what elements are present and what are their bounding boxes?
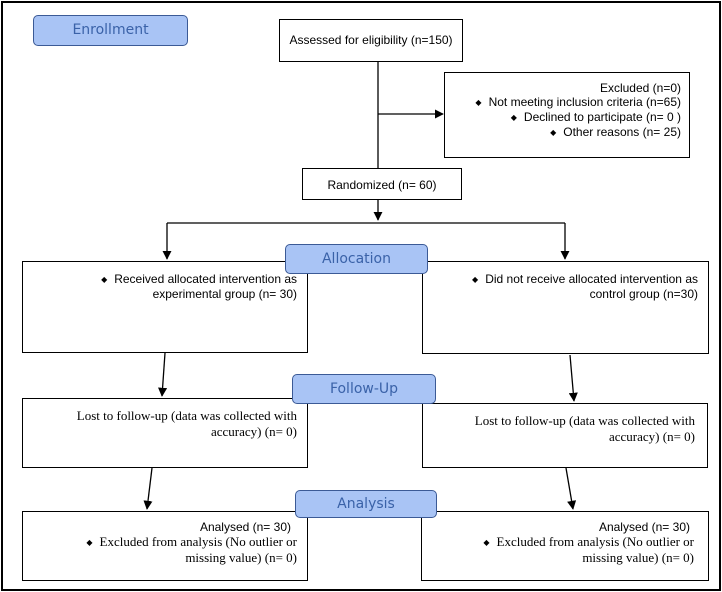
stage-analysis: Analysis <box>295 490 437 518</box>
bullet-icon: ◆ <box>475 98 482 107</box>
analysis-right-analysed: Analysed (n= 30) <box>598 520 690 534</box>
arrow-left-to-analysis <box>143 467 153 510</box>
arrow-left-to-followup <box>158 352 168 397</box>
excluded-item: ◆Not meeting inclusion criteria (n=65) <box>475 95 681 109</box>
allocation-left-line: ◆Received allocated intervention as <box>101 272 297 286</box>
arrow-right-to-followup <box>568 354 578 402</box>
assessed-box: Assessed for eligibility (n=150) <box>279 19 463 62</box>
stage-follow-up: Follow-Up <box>292 374 436 404</box>
allocation-left-line: experimental group (n= 30) <box>152 287 297 301</box>
analysis-left-excluded-line: missing value) (n= 0) <box>185 550 297 565</box>
bullet-icon: ◆ <box>510 113 517 122</box>
bullet-icon: ◆ <box>86 538 93 547</box>
allocation-left-box: ◆Received allocated intervention as expe… <box>22 261 308 353</box>
followup-right-line: accuracy) (n= 0) <box>609 429 695 444</box>
bullet-icon: ◆ <box>550 128 557 137</box>
analysis-left-box: Analysed (n= 30) ◆Excluded from analysis… <box>22 511 308 581</box>
excluded-item: ◆Declined to participate (n= 0 ) <box>510 110 681 124</box>
followup-left-box: Lost to follow-up (data was collected wi… <box>22 398 308 468</box>
followup-right-line: Lost to follow-up (data was collected wi… <box>474 413 695 428</box>
arrow-right-to-analysis <box>565 467 577 510</box>
allocation-right-line: ◆Did not receive allocated intervention … <box>472 272 698 286</box>
followup-right-box: Lost to follow-up (data was collected wi… <box>422 403 708 468</box>
followup-left-line: accuracy) (n= 0) <box>211 424 297 439</box>
stage-enrollment: Enrollment <box>33 15 188 46</box>
randomized-text: Randomized (n= 60) <box>327 178 437 192</box>
randomized-box: Randomized (n= 60) <box>302 168 462 200</box>
bullet-icon: ◆ <box>483 538 490 547</box>
allocation-right-box: ◆Did not receive allocated intervention … <box>422 261 709 354</box>
allocation-right-line: control group (n=30) <box>589 287 698 301</box>
analysis-right-box: Analysed (n= 30) ◆Excluded from analysis… <box>421 511 709 581</box>
analysis-right-excluded-line: ◆Excluded from analysis (No outlier or <box>483 534 694 549</box>
stage-allocation: Allocation <box>285 244 428 274</box>
analysis-left-excluded-line: ◆Excluded from analysis (No outlier or <box>86 534 297 549</box>
excluded-title: Excluded (n=0) <box>599 81 681 95</box>
assessed-text: Assessed for eligibility (n=150) <box>289 33 453 47</box>
excluded-item: ◆Other reasons (n= 25) <box>550 125 681 139</box>
excluded-box: Excluded (n=0) ◆Not meeting inclusion cr… <box>444 72 690 158</box>
analysis-left-analysed: Analysed (n= 30) <box>199 520 291 534</box>
bullet-icon: ◆ <box>472 275 479 284</box>
followup-left-line: Lost to follow-up (data was collected wi… <box>76 408 297 423</box>
analysis-right-excluded-line: missing value) (n= 0) <box>582 550 694 565</box>
bullet-icon: ◆ <box>101 275 108 284</box>
